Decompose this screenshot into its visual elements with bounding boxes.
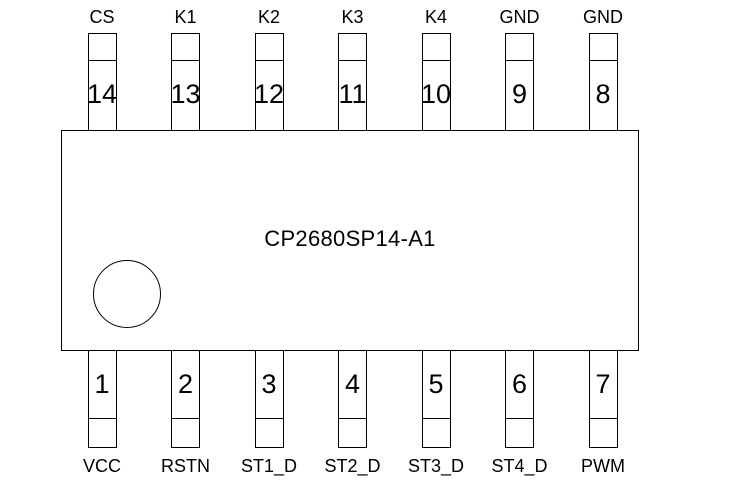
pin-14-number: 14 (86, 79, 118, 109)
pin-1-lead-divider (88, 417, 116, 419)
pin-1-signal-label: VCC (82, 456, 121, 476)
pin-8-number: 8 (595, 79, 611, 109)
pin-6-signal-label: ST4_D (491, 456, 548, 476)
pin-7-lead: 7 (588, 351, 618, 448)
pin-9-number: 9 (511, 79, 528, 109)
ic-body: CP2680SP14-A1 (61, 130, 639, 351)
pin-12-lead-divider (255, 59, 283, 61)
pin-7-number: 7 (595, 369, 611, 399)
pin-13-number: 13 (170, 79, 201, 109)
pin-5: 5 ST3_D (396, 351, 476, 490)
pin-11-number: 11 (338, 79, 367, 109)
pin-4: 4 ST2_D (313, 351, 393, 490)
pin-13-signal-label: K1 (174, 7, 197, 27)
pin-3-signal-label: ST1_D (240, 456, 298, 476)
pin-13: K1 13 (146, 0, 226, 130)
pin-13-lead-divider (172, 59, 199, 61)
pin-10: K4 10 (396, 0, 476, 130)
pin-12-number: 12 (253, 79, 285, 109)
pin-14: CS 14 (62, 0, 142, 130)
pin-2-number: 2 (177, 369, 194, 399)
pin-11-lead-divider (339, 59, 366, 61)
pin-7-lead-divider (589, 417, 617, 419)
chip-title: CP2680SP14-A1 (264, 226, 436, 251)
pin-9-signal-label: GND (499, 7, 540, 27)
pin-8-signal-label: GND (583, 7, 623, 27)
pin-14-signal-label: CS (89, 7, 115, 27)
pin-11-lead: 11 (338, 33, 367, 130)
pin-3-lead: 3 (254, 351, 284, 448)
pin-2-signal-label: RSTN (161, 456, 210, 476)
pin-12: K2 12 (229, 0, 309, 130)
pin-4-number: 4 (344, 369, 361, 399)
pin-10-signal-label: K4 (424, 7, 448, 27)
pin1-indicator-circle (93, 260, 161, 328)
pin-9-lead: 9 (505, 33, 534, 130)
pin-1-lead: 1 (87, 351, 117, 448)
pin-8-lead: 8 (588, 33, 618, 130)
pin-3-lead-divider (255, 417, 283, 419)
pin-9-lead-divider (506, 59, 533, 61)
pin-10-number: 10 (420, 79, 452, 109)
pin-2-lead: 2 (171, 351, 200, 448)
pin-9: GND 9 (480, 0, 560, 130)
pin-4-signal-label: ST2_D (324, 456, 381, 476)
pin-11-signal-label: K3 (341, 7, 364, 27)
pin-14-lead: 14 (86, 33, 118, 130)
pin-3-number: 3 (261, 369, 277, 399)
pin-1: 1 VCC (62, 351, 142, 490)
pin-5-lead: 5 (421, 351, 451, 448)
pin-7-signal-label: PWM (581, 456, 625, 476)
pin-2-lead-divider (172, 417, 199, 419)
pin-4-lead-divider (339, 417, 366, 419)
pin-13-lead: 13 (170, 33, 201, 130)
pin-4-lead: 4 (338, 351, 367, 448)
pin-2: 2 RSTN (146, 351, 226, 490)
pin-10-lead-divider (422, 59, 450, 61)
pin-5-signal-label: ST3_D (407, 456, 465, 476)
pin-6-lead-divider (506, 417, 533, 419)
pin-8-lead-divider (589, 59, 617, 61)
pin-7: 7 PWM (563, 351, 643, 490)
pin-5-number: 5 (428, 369, 444, 399)
pin-1-number: 1 (94, 369, 110, 399)
pin-12-lead: 12 (253, 33, 285, 130)
pin-5-lead-divider (422, 417, 450, 419)
pin-8: GND 8 (563, 0, 643, 130)
pin-10-lead: 10 (420, 33, 452, 130)
pin-12-signal-label: K2 (257, 7, 281, 27)
pin-14-lead-divider (88, 59, 116, 61)
pin-6-number: 6 (511, 369, 528, 399)
pin-11: K3 11 (313, 0, 393, 130)
pin-6-lead: 6 (505, 351, 534, 448)
pin-6: 6 ST4_D (480, 351, 560, 490)
pin-3: 3 ST1_D (229, 351, 309, 490)
